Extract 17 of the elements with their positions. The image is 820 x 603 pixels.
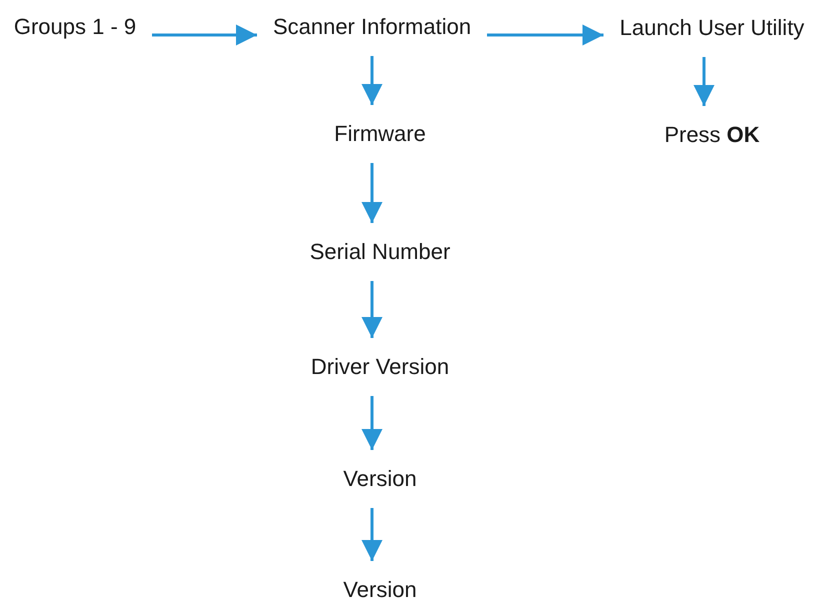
step-label: Driver Version bbox=[310, 354, 450, 380]
arrow bbox=[487, 24, 604, 46]
arrow bbox=[362, 281, 382, 338]
step-label: Launch User Utility bbox=[620, 15, 804, 41]
arrow bbox=[152, 24, 257, 46]
step-label: Groups 1 - 9 bbox=[14, 14, 136, 40]
step-label: Scanner Information bbox=[272, 14, 472, 40]
step-label: Version bbox=[343, 577, 417, 603]
step-label: Firmware bbox=[334, 121, 426, 147]
arrow bbox=[694, 57, 714, 106]
step-label: Version bbox=[343, 466, 417, 492]
arrow bbox=[362, 508, 382, 561]
step-label: Press OK bbox=[664, 122, 760, 148]
arrow bbox=[362, 163, 382, 223]
arrow bbox=[362, 396, 382, 450]
arrow bbox=[362, 56, 382, 105]
step-label: Serial Number bbox=[310, 239, 450, 265]
